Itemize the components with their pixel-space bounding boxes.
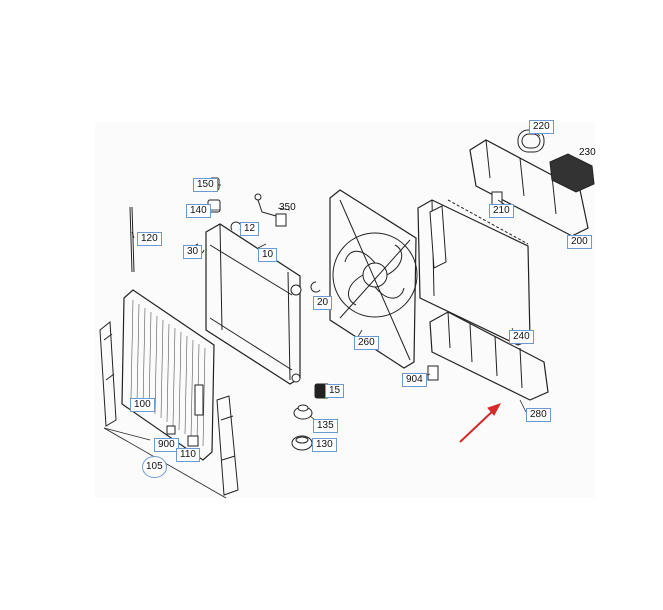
callout-100: 100 <box>130 398 155 412</box>
part-plug-135 <box>293 404 313 420</box>
callout-120: 120 <box>137 232 162 246</box>
callout-12: 12 <box>240 222 260 236</box>
part-air-guide-280 <box>429 311 549 401</box>
part-side-bracket-left <box>99 321 117 427</box>
callout-135: 135 <box>313 419 338 433</box>
callout-140: 140 <box>186 204 211 218</box>
callout-230: 230 <box>579 147 596 158</box>
part-clip-110 <box>187 435 199 447</box>
callout-210: 210 <box>489 204 514 218</box>
callout-105: 105 <box>142 456 167 478</box>
callout-20: 20 <box>313 296 333 310</box>
callout-900: 900 <box>154 438 179 452</box>
callout-220: 220 <box>529 120 554 134</box>
part-sensor-350 <box>254 193 287 227</box>
part-air-guide-200 <box>469 139 589 237</box>
part-condenser-100 <box>121 289 215 461</box>
part-clip-904 <box>427 365 439 381</box>
part-rod-120 <box>129 206 135 273</box>
part-radiator-10 <box>205 223 302 385</box>
diagram-sheet <box>95 122 595 498</box>
callout-240: 240 <box>509 330 534 344</box>
part-cap-130 <box>291 435 313 451</box>
callout-260: 260 <box>354 336 379 350</box>
callout-130: 130 <box>312 438 337 452</box>
part-filter-230 <box>549 153 595 193</box>
callout-200: 200 <box>567 235 592 249</box>
part-clip-20 <box>310 281 321 293</box>
part-air-duct-240 <box>417 199 531 346</box>
part-clip-900 <box>166 425 176 435</box>
part-side-bracket-right <box>216 395 239 496</box>
callout-10: 10 <box>258 248 278 262</box>
callout-280: 280 <box>526 408 551 422</box>
callout-15: 15 <box>325 384 345 398</box>
callout-150: 150 <box>193 178 218 192</box>
part-fan-shroud-260 <box>329 189 418 369</box>
callout-110: 110 <box>176 448 200 462</box>
callout-30: 30 <box>183 245 203 259</box>
callout-350: 350 <box>279 202 296 213</box>
red-arrow-indicator <box>459 403 502 443</box>
callout-904: 904 <box>402 373 427 387</box>
